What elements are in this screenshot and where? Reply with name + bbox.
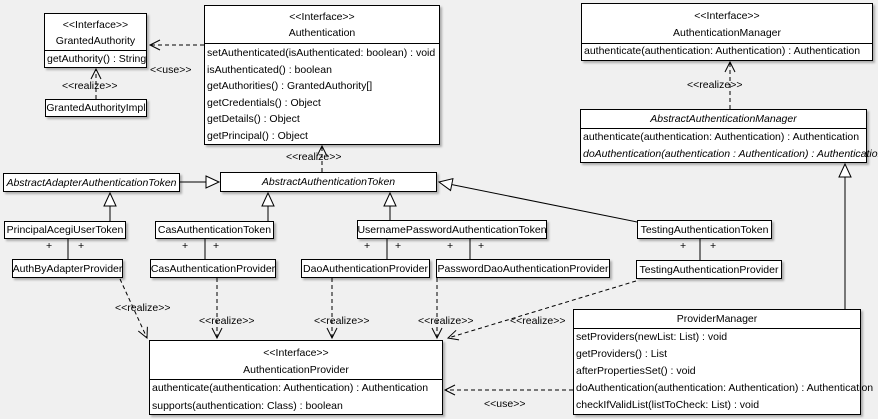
realize-label-testing-authentication-provider: <<realize>> <box>510 315 566 327</box>
method-do-authentication-abstract: doAuthentication(authentication : Authen… <box>583 147 878 160</box>
realize-label-granted-authority-impl: <<realize>> <box>62 80 118 92</box>
method-get-providers: getProviders() : List <box>576 348 668 360</box>
method-after-properties-set: afterPropertiesSet() : void <box>576 365 696 377</box>
assoc-end-label: + <box>46 240 53 252</box>
realize-label-password-dao-authentication-provider: <<realize>> <box>418 315 474 327</box>
class-authentication[interactable]: <<Interface>> Authentication setAuthenti… <box>204 5 440 145</box>
granted-authority-header: <<Interface>> GrantedAuthority <box>45 14 146 51</box>
assoc-end-label: + <box>680 240 687 252</box>
class-username-password-authentication-token[interactable]: UsernamePasswordAuthenticationToken <box>357 220 547 239</box>
provider-manager-header: ProviderManager <box>574 310 860 329</box>
abstract-authentication-token-title: AbstractAuthenticationToken <box>261 176 396 188</box>
principal-acegi-user-token-title: PrincipalAcegiUserToken <box>6 224 124 236</box>
authentication-manager-header: <<Interface>> AuthenticationManager <box>582 4 872 44</box>
class-authentication-provider[interactable]: <<Interface>> AuthenticationProvider aut… <box>149 340 443 415</box>
method-set-authenticated: setAuthenticated(isAuthenticated: boolea… <box>207 47 436 59</box>
method-check-if-valid-list: checkIfValidList(listToCheck: List) : vo… <box>576 399 760 411</box>
authentication-stereotype: <<Interface>> <box>289 11 355 23</box>
generalization-testing-token <box>437 178 638 223</box>
realize-auth-by-adapter-provider <box>119 278 148 340</box>
password-dao-authentication-provider-title: PasswordDaoAuthenticationProvider <box>437 262 609 275</box>
username-password-authentication-token-title: UsernamePasswordAuthenticationToken <box>357 223 547 236</box>
realize-label-dao-authentication-provider: <<realize>> <box>314 315 370 327</box>
method-get-credentials: getCredentials() : Object <box>207 96 321 109</box>
assoc-end-label: + <box>182 240 189 252</box>
method-get-authorities: getAuthorities() : GrantedAuthority[] <box>207 80 373 92</box>
method-authenticate: authenticate(authentication: Authenticat… <box>152 382 429 394</box>
cas-authentication-provider-title: CasAuthenticationProvider <box>150 262 276 275</box>
class-abstract-adapter-authentication-token[interactable]: AbstractAdapterAuthenticationToken <box>3 173 180 192</box>
realize-label-auth-by-adapter-provider: <<realize>> <box>115 302 171 314</box>
testing-authentication-provider-title: TestingAuthenticationProvider <box>639 263 779 276</box>
method-get-details: getDetails() : Object <box>207 113 300 125</box>
realize-label-abstract-authentication-manager: <<realize>> <box>687 79 743 91</box>
class-testing-authentication-provider[interactable]: TestingAuthenticationProvider <box>636 260 782 279</box>
authentication-provider-title: AuthenticationProvider <box>243 364 349 376</box>
authentication-provider-stereotype: <<Interface>> <box>263 347 329 359</box>
abstract-authentication-manager-title: AbstractAuthenticationManager <box>650 113 797 125</box>
class-abstract-authentication-token[interactable]: AbstractAuthenticationToken <box>220 172 437 192</box>
class-cas-authentication-token[interactable]: CasAuthenticationToken <box>155 221 274 239</box>
assoc-end-label: + <box>364 240 371 252</box>
assoc-end-label: + <box>78 240 85 252</box>
testing-authentication-token-title: TestingAuthenticationToken <box>640 223 769 236</box>
assoc-end-label: + <box>478 240 485 252</box>
authentication-header: <<Interface>> Authentication <box>205 6 439 44</box>
provider-manager-title: ProviderManager <box>676 313 758 325</box>
method-authenticate: authenticate(authentication: Authenticat… <box>584 45 861 57</box>
method-supports: supports(authentication: Class) : boolea… <box>152 399 343 412</box>
authentication-provider-header: <<Interface>> AuthenticationProvider <box>150 341 442 380</box>
method-set-providers: setProviders(newList: List) : void <box>576 331 728 343</box>
assoc-end-label: + <box>213 240 220 252</box>
authentication-manager-title: AuthenticationManager <box>673 27 781 39</box>
granted-authority-impl-title: GrantedAuthorityImpl <box>46 102 146 114</box>
method-is-authenticated: isAuthenticated() : boolean <box>207 63 332 76</box>
assoc-end-label: + <box>447 240 454 252</box>
method-get-authority: getAuthority() : String <box>47 53 147 65</box>
use-label-granted-authority: <<use>> <box>150 64 192 76</box>
method-get-principal: getPrincipal() : Object <box>207 129 308 142</box>
auth-by-adapter-provider-title: AuthByAdapterProvider <box>12 262 123 275</box>
granted-authority-stereotype: <<Interface>> <box>62 19 129 31</box>
class-testing-authentication-token[interactable]: TestingAuthenticationToken <box>637 220 772 239</box>
class-granted-authority[interactable]: <<Interface>> GrantedAuthority getAuthor… <box>44 13 147 68</box>
assoc-end-label: + <box>395 240 402 252</box>
realize-label-abstract-authentication-token: <<realize>> <box>286 151 342 163</box>
class-dao-authentication-provider[interactable]: DaoAuthenticationProvider <box>301 259 430 278</box>
class-provider-manager[interactable]: ProviderManager setProviders(newList: Li… <box>573 309 874 415</box>
class-abstract-authentication-manager[interactable]: AbstractAuthenticationManager authentica… <box>580 109 878 163</box>
class-cas-authentication-provider[interactable]: CasAuthenticationProvider <box>150 259 276 278</box>
class-auth-by-adapter-provider[interactable]: AuthByAdapterProvider <box>12 259 123 278</box>
method-do-authentication: doAuthentication(authentication: Authent… <box>576 382 874 394</box>
realize-label-cas-authentication-provider: <<realize>> <box>199 315 255 327</box>
cas-authentication-token-title: CasAuthenticationToken <box>157 224 272 236</box>
class-authentication-manager[interactable]: <<Interface>> AuthenticationManager auth… <box>581 3 873 61</box>
authentication-manager-stereotype: <<Interface>> <box>694 10 760 22</box>
class-principal-acegi-user-token[interactable]: PrincipalAcegiUserToken <box>4 221 126 239</box>
class-granted-authority-impl[interactable]: GrantedAuthorityImpl <box>45 99 147 117</box>
granted-authority-title: GrantedAuthority <box>55 35 136 47</box>
authentication-title: Authentication <box>288 27 356 39</box>
dao-authentication-provider-title: DaoAuthenticationProvider <box>303 262 428 275</box>
assoc-end-label: + <box>710 240 717 252</box>
method-authenticate: authenticate(authentication: Authenticat… <box>583 131 860 143</box>
abstract-authentication-manager-header: AbstractAuthenticationManager <box>581 110 866 129</box>
realize-testing-authentication-provider <box>446 280 637 341</box>
abstract-adapter-authentication-token-title: AbstractAdapterAuthenticationToken <box>6 176 177 189</box>
use-label-provider-manager: <<use>> <box>484 398 526 410</box>
class-password-dao-authentication-provider[interactable]: PasswordDaoAuthenticationProvider <box>436 259 610 278</box>
